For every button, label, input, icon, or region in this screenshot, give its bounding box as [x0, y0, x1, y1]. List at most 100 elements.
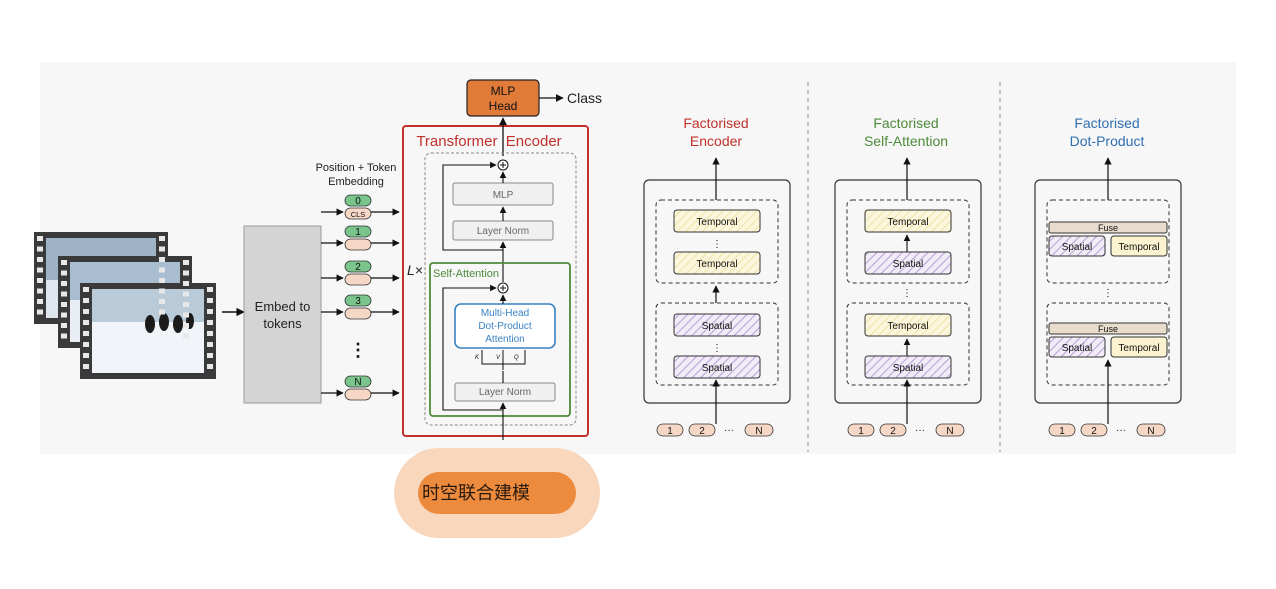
panel3-fuse-label-bottom: Fuse [1098, 324, 1118, 334]
panel3-vdots: ⋮ [1103, 288, 1113, 299]
panel3-token-dots: ··· [1116, 425, 1126, 436]
sprocket-hole [207, 309, 213, 314]
panel1-temporal-label-bottom: Temporal [696, 259, 737, 270]
self-attention-label: Self-Attention [433, 268, 499, 280]
panel2-spatial-label-top: Spatial [893, 259, 924, 270]
sprocket-hole [207, 364, 213, 369]
sprocket-hole [61, 302, 67, 307]
panel2-vdots: ⋮ [902, 288, 912, 299]
panel1-token-n: N [755, 426, 762, 437]
token-2: 2 [321, 260, 400, 286]
sprocket-hole [159, 257, 165, 262]
panel1-vdots-bottom: ⋮ [712, 343, 722, 354]
panel3-spatial-label-bottom: Spatial [1062, 343, 1093, 354]
panel1-spatial-block-top [673, 313, 761, 337]
sprocket-hole [83, 309, 89, 314]
token-1: 1 [321, 225, 400, 251]
panel2-token-1: 1 [858, 426, 864, 437]
sprocket-hole [159, 267, 165, 273]
panel1-vdots-top: ⋮ [712, 239, 722, 250]
sprocket-hole [83, 298, 89, 303]
mha-label-line1: Multi-Head [481, 308, 529, 319]
sprocket-hole [183, 270, 189, 276]
panel2-title-line1: Factorised [873, 115, 938, 131]
panel3-token-row: 1 2 ··· N [1048, 423, 1166, 437]
layer-norm-bottom-label: Layer Norm [479, 387, 531, 398]
panel3-token-n: N [1147, 426, 1154, 437]
panel3-token-1: 1 [1059, 426, 1065, 437]
sprocket-hole [37, 257, 43, 262]
repeated-block-frame [424, 152, 577, 426]
sprocket-hole [61, 323, 67, 328]
mha-label-line2: Dot-Product [478, 321, 532, 332]
panel2-title-line2: Self-Attention [864, 133, 948, 149]
sprocket-hole [159, 288, 165, 294]
film-frame-3 [80, 283, 216, 379]
sprocket-hole [37, 278, 43, 283]
transformer-encoder-title: Transformer Encoder [416, 133, 561, 150]
panel3-title-line2: Dot-Product [1070, 133, 1145, 149]
video-frames [34, 232, 216, 379]
query-label: Q [514, 355, 519, 361]
class-label: Class [567, 90, 602, 106]
token-number: 2 [355, 262, 361, 273]
panel3-temporal-top [1110, 235, 1168, 257]
panel3-title-line1: Factorised [1074, 115, 1139, 131]
sprocket-hole [183, 260, 189, 265]
residual-skip-top [442, 161, 503, 251]
embed-label-line2: tokens [263, 316, 302, 331]
panel3-token-2: 2 [1091, 426, 1097, 437]
panel2-temporal-block-bottom [864, 313, 952, 337]
panel2-temporal-label-bottom: Temporal [887, 321, 928, 332]
token-0: 0 CLS [321, 194, 400, 220]
sprocket-hole [83, 331, 89, 336]
sprocket-hole [61, 281, 67, 286]
token-number: 1 [355, 227, 361, 238]
panel3-fuse-label-top: Fuse [1098, 223, 1118, 233]
sprocket-hole [183, 302, 189, 307]
panel3-spatial-top [1048, 235, 1106, 257]
token-position-chip [344, 294, 372, 307]
panel3-fuse-top [1048, 221, 1168, 234]
panel2-group-top [846, 199, 970, 284]
sprocket-hole [83, 342, 89, 347]
value-label: V [496, 355, 501, 361]
film-sprockets [37, 236, 213, 369]
mlp-head-label-line1: MLP [491, 84, 516, 98]
sprocket-hole [37, 246, 43, 252]
token-position-chip [344, 194, 372, 207]
token-patch-chip [344, 388, 372, 401]
panel1-spatial-label-top: Spatial [702, 321, 733, 332]
panel2-token-row: 1 2 ··· N [847, 423, 965, 437]
panel1-temporal-group [655, 199, 779, 284]
token-number: 3 [355, 296, 361, 307]
panel3-spatial-label-top: Spatial [1062, 242, 1093, 253]
sprocket-hole [183, 323, 189, 328]
token-patch-chip [344, 238, 372, 251]
sprocket-hole [207, 342, 213, 347]
panel2-spatial-label-bottom: Spatial [893, 363, 924, 374]
embed-to-tokens-box [243, 225, 322, 404]
self-attention-frame [429, 262, 571, 417]
panel1-temporal-block-top [673, 209, 761, 233]
sprocket-hole [37, 288, 43, 294]
panel1-temporal-label-top: Temporal [696, 217, 737, 228]
panel2-token-n: N [946, 426, 953, 437]
sprocket-hole [183, 281, 189, 286]
sprocket-hole [37, 299, 43, 304]
token-position-chip [344, 375, 372, 388]
token-cls-label: CLS [351, 210, 366, 219]
multi-head-attention-box [454, 303, 556, 349]
sprocket-hole [159, 309, 165, 315]
sprocket-hole [207, 287, 213, 292]
token-patch-chip [344, 307, 372, 320]
panel2-token-2: 2 [890, 426, 896, 437]
panel1-temporal-block-bottom [673, 251, 761, 275]
mha-label-line3: Attention [485, 334, 524, 345]
token-number: 0 [355, 196, 361, 207]
token-ellipsis: ⋮ [349, 340, 367, 360]
sprocket-hole [183, 333, 189, 339]
panel2-temporal-block-top [864, 209, 952, 233]
sprocket-hole [37, 267, 43, 273]
panel1-spatial-label-bottom: Spatial [702, 363, 733, 374]
